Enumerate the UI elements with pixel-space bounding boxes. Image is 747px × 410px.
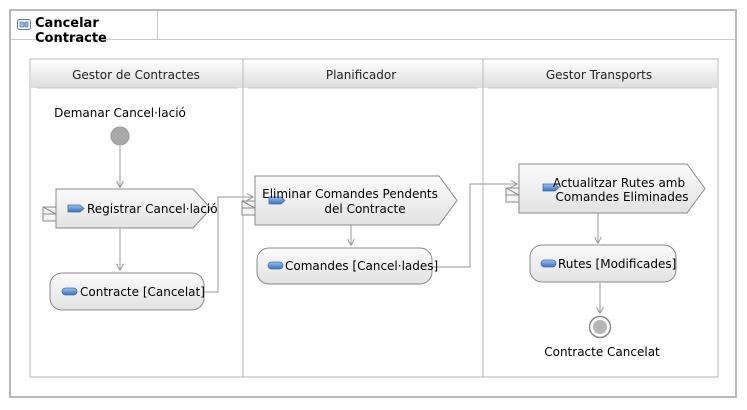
action-eliminar-comandes[interactable]: Eliminar Comandes Pendents del Contracte (241, 175, 458, 226)
input-pin-icon (505, 187, 520, 203)
lane-gestor-transports-title: Gestor Transports (546, 68, 652, 82)
send-signal-icon (542, 183, 560, 192)
lane-planificador-title: Planificador (326, 68, 396, 82)
object-icon (61, 287, 78, 296)
tab-cancelar-contracte[interactable]: Cancelar Contracte (11, 11, 158, 46)
input-pin-icon (241, 200, 256, 216)
action-registrar-label: Registrar Cancel·lació (87, 202, 218, 216)
diagram-title: Cancelar Contracte (35, 16, 107, 46)
action-eliminar-label-1: Eliminar Comandes Pendents (262, 187, 438, 201)
object-comandes-label: Comandes [Cancel·lades] (285, 259, 438, 273)
final-node[interactable]: Contracte Cancelat (544, 315, 660, 360)
action-actualitzar-label-2: Comandes Eliminades (556, 190, 689, 204)
object-comandes-cancellades[interactable]: Comandes [Cancel·lades] (256, 247, 438, 285)
activity-diagram-icon (17, 19, 31, 30)
lane-gestor-contractes-title: Gestor de Contractes (72, 68, 200, 82)
send-signal-icon (268, 196, 286, 205)
object-icon (540, 259, 557, 268)
object-rutes-label: Rutes [Modificades] (558, 257, 676, 271)
action-actualitzar-label-1: Actualitzar Rutes amb (553, 176, 685, 190)
tab-bar: Cancelar Contracte (11, 11, 735, 46)
control-flows (120, 146, 600, 313)
input-pin-icon (42, 206, 57, 222)
action-registrar-cancellacio[interactable]: Registrar Cancel·lació (42, 188, 218, 229)
final-node-label: Contracte Cancelat (544, 345, 660, 359)
object-contracte-label: Contracte [Cancelat] (80, 285, 205, 299)
object-rutes-modificades[interactable]: Rutes [Modificades] (529, 244, 677, 283)
flow-contracte-to-eliminar (204, 197, 253, 293)
object-icon (267, 261, 284, 270)
action-actualitzar-rutes[interactable]: Actualitzar Rutes amb Comandes Eliminade… (505, 163, 706, 214)
initial-node-label: Demanar Cancel·lació (54, 106, 186, 120)
action-eliminar-label-2: del Contracte (324, 202, 405, 216)
send-signal-icon (67, 204, 85, 213)
object-contracte-cancelat[interactable]: Contracte [Cancelat] (49, 272, 205, 311)
initial-node[interactable]: Demanar Cancel·lació (54, 106, 186, 146)
flow-comandes-to-actualitzar (432, 184, 517, 268)
